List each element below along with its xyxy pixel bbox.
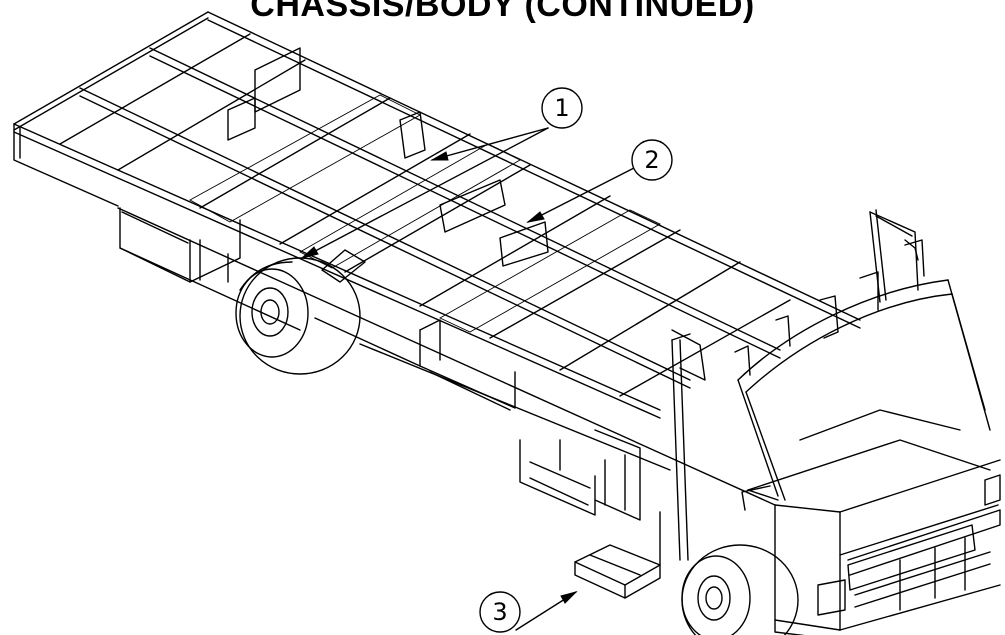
callout-1-label: 1 [554,94,569,122]
cab-front [734,209,1001,635]
callout-3: 3 [479,591,521,633]
page-title: CHASSIS/BODY (CONTINUED) [250,0,755,24]
roof-frame [13,11,861,561]
rear-wheel [235,257,361,375]
callout-2: 2 [631,139,673,181]
front-wheel [681,544,799,635]
callout-2-label: 2 [644,146,659,174]
callout-1: 1 [541,87,583,129]
side-body [117,207,776,599]
leader-lines [301,127,635,631]
callout-3-label: 3 [492,598,507,626]
